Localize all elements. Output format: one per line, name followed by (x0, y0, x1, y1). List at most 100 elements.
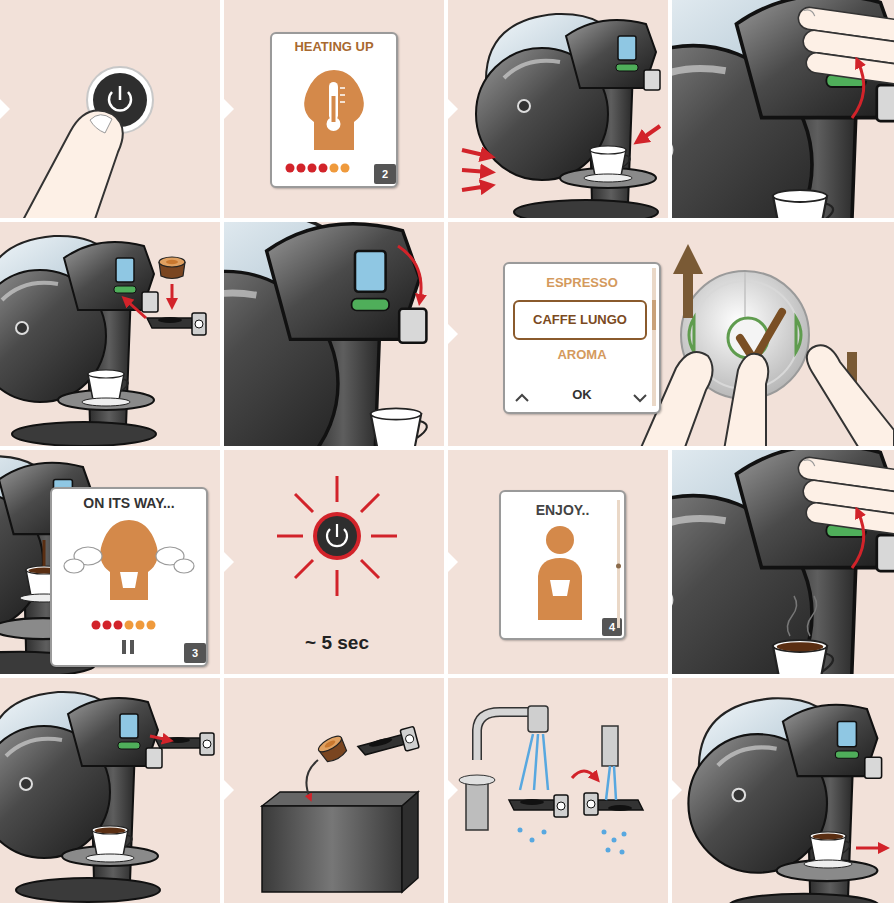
step-number: 3 (184, 643, 206, 663)
lever-illustration (224, 222, 430, 446)
screen-text: AROMA (505, 348, 659, 363)
lever-illustration (787, 596, 816, 636)
panel-grid (0, 0, 220, 218)
blinking-power-button (371, 535, 397, 538)
faucet-illustration (602, 726, 618, 766)
capsule-insert-illustration (147, 313, 206, 335)
brewing-icon (100, 520, 158, 600)
menu-controls (652, 300, 656, 330)
brewing-icon (136, 621, 145, 630)
faucet-illustration (622, 832, 627, 837)
machine-illustration (476, 14, 660, 218)
faucet-illustration (477, 712, 536, 760)
machine-illustration (462, 170, 488, 172)
heating-icon (286, 164, 350, 173)
faucet-illustration (466, 780, 488, 830)
panel-grid (224, 678, 444, 903)
brewing-icon (125, 621, 134, 630)
lever-illustration (764, 190, 836, 218)
bin-illustration (402, 792, 418, 892)
lever-illustration (852, 62, 864, 118)
brewing-icon (92, 621, 101, 630)
heating-icon (340, 101, 345, 103)
enjoy-icon (538, 558, 582, 620)
lever-illustration (791, 456, 894, 537)
lever-illustration (852, 512, 864, 568)
machine-illustration (804, 832, 852, 868)
panel-grid (224, 0, 444, 218)
capsule-insert-illustration (0, 236, 158, 446)
enjoy-icon (538, 500, 621, 628)
faucet-illustration (620, 850, 625, 855)
machine-illustration (856, 847, 884, 850)
faucet-illustration (459, 706, 643, 855)
machine-illustration (462, 14, 660, 218)
bin-illustration (316, 733, 349, 765)
menu-controls (516, 268, 656, 406)
screen-text: ESPRESSO (505, 276, 659, 291)
panel-grid (448, 450, 668, 674)
lever-illustration (791, 6, 894, 87)
heating-icon (329, 82, 338, 120)
power-press-illustration (119, 86, 122, 100)
panel-grid (448, 678, 668, 903)
menu-selection: CAFFE LUNGO (513, 300, 647, 340)
heating-icon (286, 70, 364, 173)
heating-icon (340, 94, 345, 96)
screen-text: ENJOY.. (501, 502, 624, 518)
blinking-power-button (313, 512, 361, 560)
control-wheel (807, 345, 894, 446)
capsule-insert-illustration (159, 257, 185, 279)
blinking-power-button (361, 560, 379, 578)
brewing-icon (92, 621, 156, 630)
lever-illustration (362, 408, 429, 446)
brewing-icon (122, 640, 126, 654)
screen-text: ON ITS WAY... (52, 495, 206, 511)
bin-illustration (262, 726, 419, 892)
faucet-illustration (606, 766, 616, 800)
display-screen: HEATING UP2 (270, 32, 398, 188)
step-number: 4 (602, 618, 622, 636)
screen-text: CAFFE LUNGO (515, 302, 645, 338)
step-badge: 3 (184, 643, 206, 663)
brewing-icon (103, 621, 112, 630)
bin-illustration (262, 792, 418, 806)
power-press-illustration (22, 67, 153, 218)
machine-illustration (150, 736, 168, 740)
display-screen: ON ITS WAY... 3 (50, 487, 208, 667)
faucet-illustration (528, 706, 548, 732)
heating-icon (332, 96, 336, 122)
blinking-power-button (277, 476, 397, 596)
blinking-power-button (295, 494, 313, 512)
capsule-insert-illustration (0, 236, 206, 446)
step-number: 2 (374, 164, 396, 184)
bin-illustration (262, 806, 402, 892)
brewing-icon (64, 559, 84, 573)
faucet-illustration (602, 830, 607, 835)
power-press-illustration (90, 115, 112, 133)
heating-icon (340, 88, 345, 102)
brewing-icon (114, 621, 123, 630)
control-wheel (724, 354, 768, 446)
brewing-icon (64, 547, 194, 573)
faucet-illustration (509, 795, 568, 817)
lever-illustration (672, 450, 894, 674)
faucet-illustration (518, 828, 627, 855)
faucet-illustration (459, 775, 495, 785)
machine-illustration (0, 692, 214, 902)
brewing-icon (147, 621, 156, 630)
enjoy-icon (616, 564, 621, 569)
panel-grid (224, 450, 444, 674)
heating-icon (340, 87, 345, 89)
blinking-power-button (277, 476, 397, 596)
display-screen: ENJOY.. 4 (499, 490, 626, 640)
faucet-illustration (572, 771, 596, 778)
step-pointer (224, 552, 234, 572)
control-wheel (689, 318, 694, 352)
step-pointer (448, 99, 458, 119)
machine-illustration (155, 733, 214, 755)
step-pointer (224, 780, 234, 800)
brewing-icon (64, 520, 194, 654)
step-pointer (672, 780, 682, 800)
